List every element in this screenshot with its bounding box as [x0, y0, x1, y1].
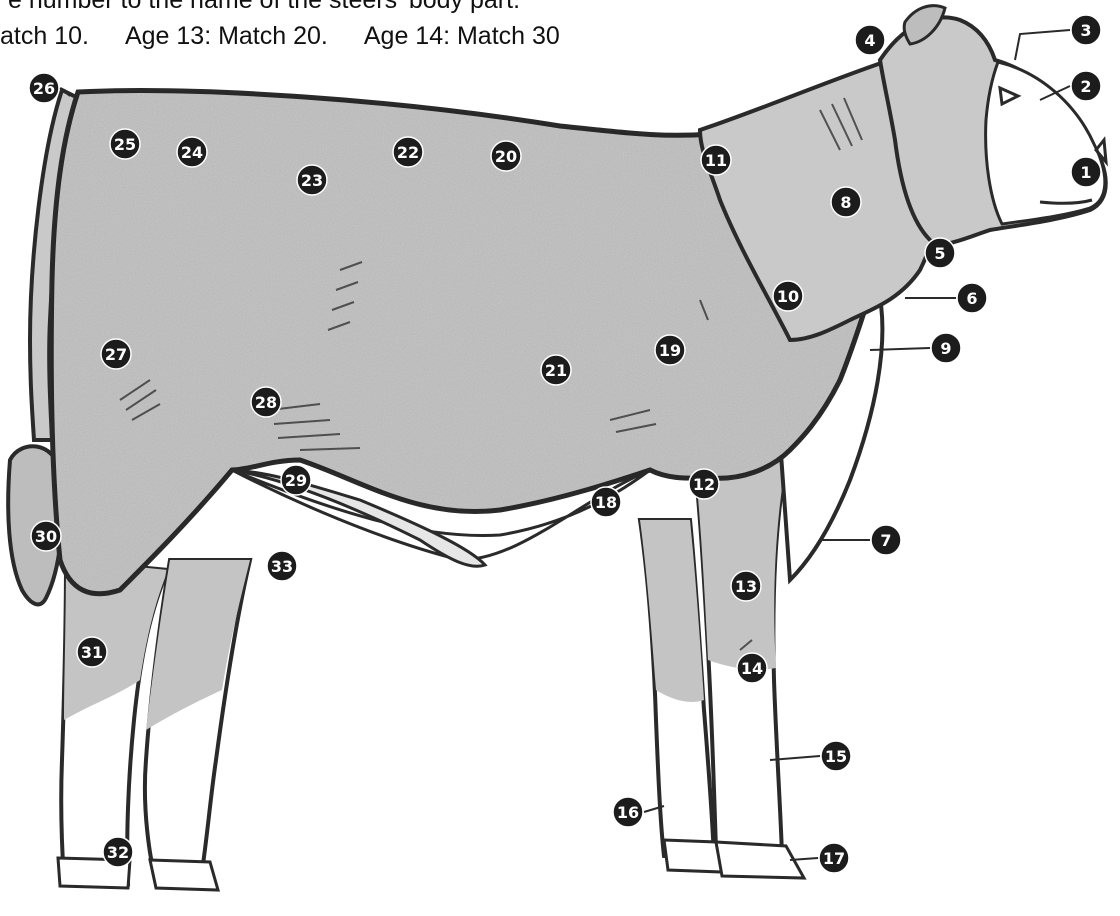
- marker-5: 5: [925, 238, 955, 268]
- marker-10: 10: [773, 281, 803, 311]
- leader-line-16: [644, 806, 664, 812]
- marker-label-23: 23: [301, 171, 323, 190]
- marker-11: 11: [701, 145, 731, 175]
- marker-23: 23: [297, 165, 327, 195]
- leader-line-26: [60, 88, 70, 96]
- marker-label-4: 4: [864, 31, 875, 50]
- marker-label-21: 21: [545, 361, 567, 380]
- marker-16: 16: [613, 797, 643, 827]
- marker-label-27: 27: [105, 345, 127, 364]
- marker-30: 30: [31, 521, 61, 551]
- marker-label-8: 8: [840, 193, 851, 212]
- marker-12: 12: [689, 469, 719, 499]
- marker-1: 1: [1071, 157, 1101, 187]
- marker-18: 18: [591, 487, 621, 517]
- marker-label-3: 3: [1080, 21, 1091, 40]
- marker-9: 9: [931, 333, 961, 363]
- marker-label-13: 13: [735, 577, 757, 596]
- marker-label-12: 12: [693, 475, 715, 494]
- marker-7: 7: [871, 525, 901, 555]
- marker-label-7: 7: [880, 531, 891, 550]
- marker-8: 8: [831, 187, 861, 217]
- marker-31: 31: [77, 637, 107, 667]
- marker-17: 17: [819, 843, 849, 873]
- leader-line-17: [790, 858, 818, 860]
- marker-label-20: 20: [495, 147, 517, 166]
- marker-label-15: 15: [825, 747, 847, 766]
- marker-28: 28: [251, 387, 281, 417]
- leader-line-3: [1015, 30, 1070, 60]
- marker-6: 6: [957, 283, 987, 313]
- marker-13: 13: [731, 571, 761, 601]
- marker-label-10: 10: [777, 287, 799, 306]
- marker-21: 21: [541, 355, 571, 385]
- marker-label-9: 9: [940, 339, 951, 358]
- marker-4: 4: [855, 25, 885, 55]
- marker-label-26: 26: [33, 79, 55, 98]
- marker-14: 14: [737, 653, 767, 683]
- marker-label-5: 5: [934, 244, 945, 263]
- marker-label-2: 2: [1080, 77, 1091, 96]
- marker-22: 22: [393, 137, 423, 167]
- marker-label-18: 18: [595, 493, 617, 512]
- marker-3: 3: [1071, 15, 1101, 45]
- marker-32: 32: [103, 837, 133, 867]
- marker-label-19: 19: [659, 341, 681, 360]
- marker-24: 24: [177, 137, 207, 167]
- marker-label-14: 14: [741, 659, 763, 678]
- marker-label-25: 25: [114, 135, 136, 154]
- marker-19: 19: [655, 335, 685, 365]
- marker-label-6: 6: [966, 289, 977, 308]
- marker-label-30: 30: [35, 527, 57, 546]
- leader-line-2: [1040, 86, 1070, 100]
- marker-26: 26: [29, 73, 59, 103]
- marker-label-22: 22: [397, 143, 419, 162]
- marker-33: 33: [267, 551, 297, 581]
- marker-label-32: 32: [107, 843, 129, 862]
- marker-label-17: 17: [823, 849, 845, 868]
- marker-27: 27: [101, 339, 131, 369]
- marker-20: 20: [491, 141, 521, 171]
- marker-label-33: 33: [271, 557, 293, 576]
- marker-29: 29: [281, 465, 311, 495]
- marker-2: 2: [1071, 71, 1101, 101]
- marker-label-24: 24: [181, 143, 203, 162]
- marker-label-29: 29: [285, 471, 307, 490]
- marker-label-28: 28: [255, 393, 277, 412]
- marker-label-1: 1: [1080, 163, 1091, 182]
- marker-label-11: 11: [705, 151, 727, 170]
- marker-25: 25: [110, 129, 140, 159]
- leader-line-9: [870, 348, 930, 350]
- marker-label-16: 16: [617, 803, 639, 822]
- marker-label-31: 31: [81, 643, 103, 662]
- marker-15: 15: [821, 741, 851, 771]
- leader-line-15: [770, 756, 820, 760]
